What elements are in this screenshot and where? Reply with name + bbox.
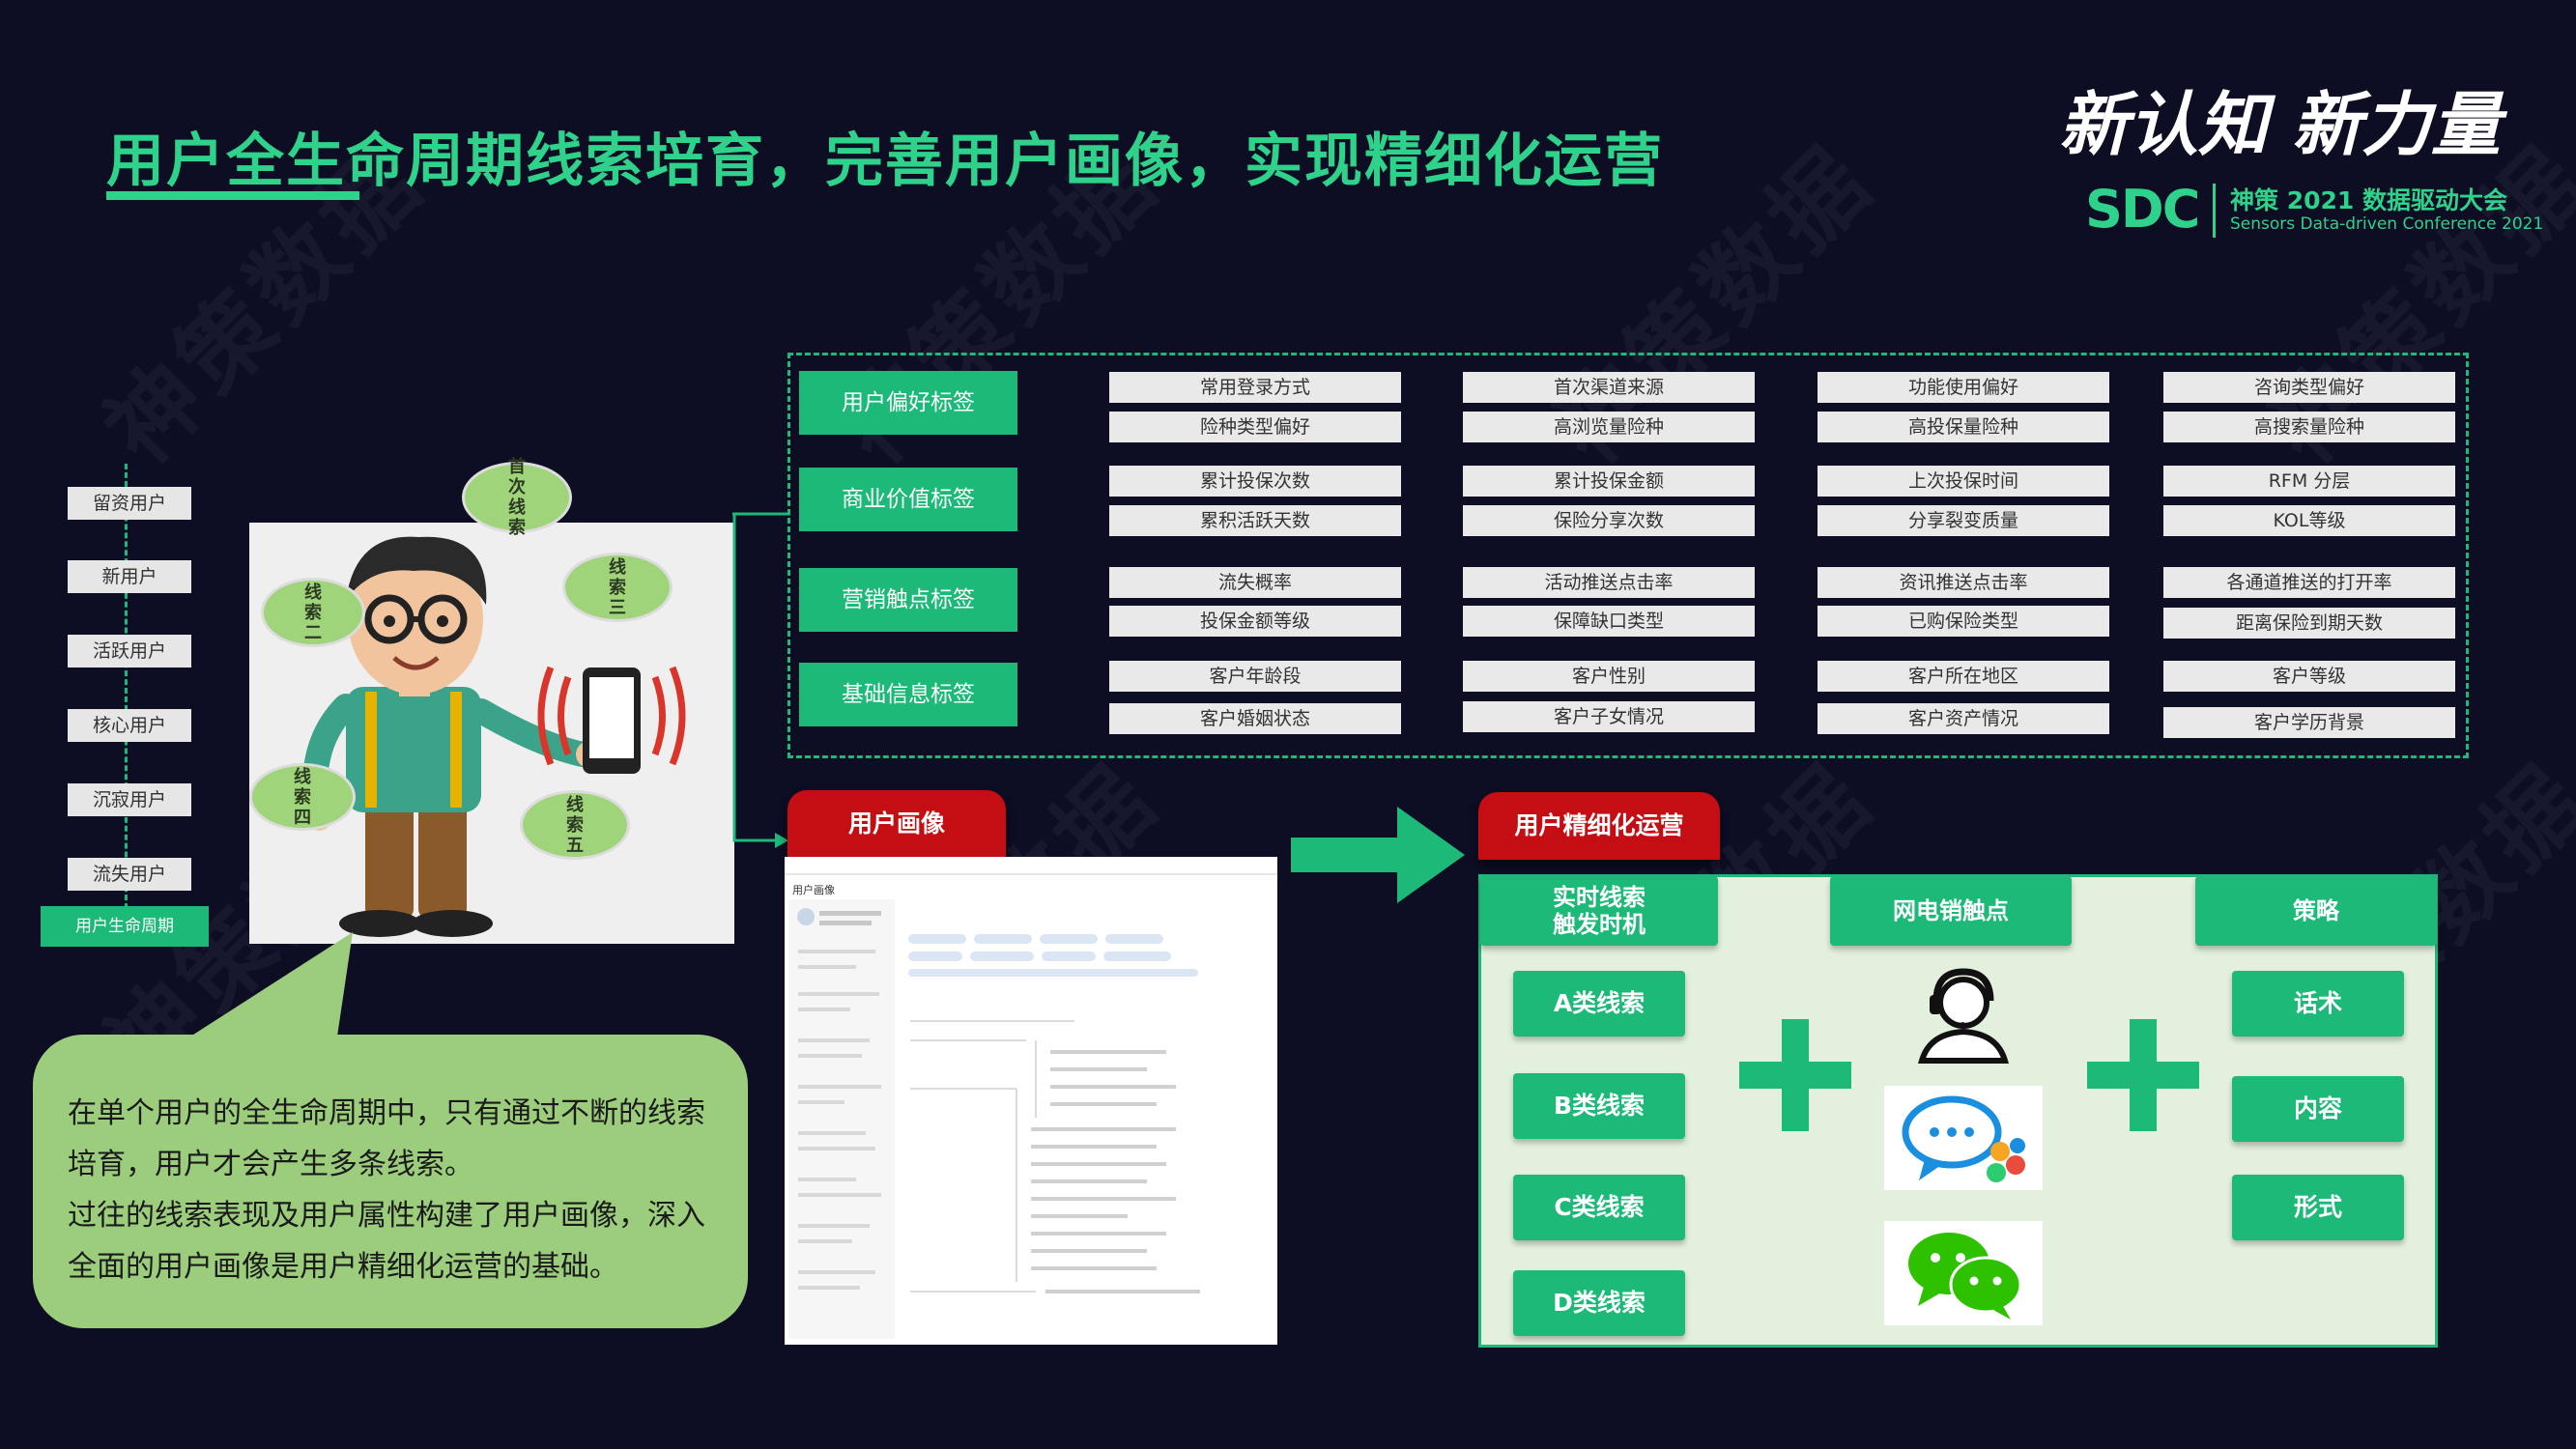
user-profile-screenshot: 用户画像 (785, 857, 1277, 1345)
tag-item: 累积活跃天数 (1109, 505, 1401, 536)
tag-item: 常用登录方式 (1109, 372, 1401, 403)
column-head-realtime-leads: 实时线索 触发时机 (1480, 876, 1718, 946)
tag-item: 功能使用偏好 (1818, 372, 2109, 403)
callout-tail (150, 932, 353, 1063)
tag-item: 客户年龄段 (1109, 661, 1401, 692)
tag-item: 资讯推送点击率 (1818, 567, 2109, 598)
conference-brand: 新认知 新力量 SDC 神策 2021 数据驱动大会 Sensors Data-… (2059, 68, 2543, 242)
connector-lines (732, 512, 790, 848)
tag-item: 客户性别 (1463, 661, 1755, 692)
callout-line: 全面的用户画像是用户精细化运营的基础。 (68, 1250, 618, 1284)
strategy-form: 形式 (2232, 1175, 2404, 1240)
flow-arrow-icon (1291, 807, 1465, 903)
stage-item: 流失用户 (68, 858, 191, 891)
page-title: 用户全生命周期线索培育，完善用户画像，实现精细化运营 (106, 128, 1664, 195)
tag-item: 咨询类型偏好 (2163, 372, 2455, 403)
tag-item: 客户婚姻状态 (1109, 703, 1401, 734)
tag-item: 高投保量险种 (1818, 412, 2109, 442)
conference-name: 神策 2021 数据驱动大会 (2230, 186, 2507, 214)
category-user-preference: 用户偏好标签 (799, 371, 1017, 435)
lead-a: A类线索 (1513, 971, 1685, 1037)
tag-item: 活动推送点击率 (1463, 567, 1755, 598)
chat-bubble-icon (1884, 1086, 2043, 1190)
profile-detail-mockup (785, 873, 1277, 1339)
tag-item: 分享裂变质量 (1818, 505, 2109, 536)
column-head-strategy: 策略 (2195, 876, 2437, 946)
tag-item: 保障缺口类型 (1463, 606, 1755, 637)
tag-item: 客户资产情况 (1818, 703, 2109, 734)
tag-item: RFM 分层 (2163, 466, 2455, 497)
tag-item: 首次渠道来源 (1463, 372, 1755, 403)
category-marketing-touchpoint: 营销触点标签 (799, 568, 1017, 632)
tag-item: KOL等级 (2163, 505, 2455, 536)
tag-item: 投保金额等级 (1109, 606, 1401, 637)
plus-icon (2087, 1019, 2199, 1131)
explanation-callout (33, 1035, 748, 1328)
lead-bubble-two: 线索二 (261, 578, 365, 647)
stage-item: 沉寂用户 (68, 783, 191, 816)
lead-d: D类线索 (1513, 1270, 1685, 1336)
brand-divider (2213, 184, 2216, 238)
tag-item: 高搜索量险种 (2163, 412, 2455, 442)
plus-icon (1739, 1019, 1851, 1131)
tag-item: 客户子女情况 (1463, 701, 1755, 732)
user-profile-label: 用户画像 (787, 790, 1006, 858)
tag-item: 上次投保时间 (1818, 466, 2109, 497)
tag-item: 客户学历背景 (2163, 707, 2455, 738)
lead-bubble-first: 首次线索 (462, 457, 572, 538)
stage-active-lifecycle: 用户生命周期 (41, 906, 209, 947)
stage-item: 核心用户 (68, 709, 191, 742)
tag-item: 险种类型偏好 (1109, 412, 1401, 442)
tag-item: 累计投保金额 (1463, 466, 1755, 497)
conference-name-en: Sensors Data-driven Conference 2021 (2230, 214, 2544, 234)
fine-operation-label: 用户精细化运营 (1478, 792, 1720, 860)
tag-item: 累计投保次数 (1109, 466, 1401, 497)
wechat-icon (1884, 1221, 2043, 1325)
tag-item: 各通道推送的打开率 (2163, 567, 2455, 598)
agent-headset-icon (1884, 962, 2043, 1066)
lead-bubble-four: 线索四 (249, 763, 356, 831)
sdc-logo: SDC (2085, 179, 2200, 240)
stage-item: 活跃用户 (68, 635, 191, 668)
lead-c: C类线索 (1513, 1175, 1685, 1240)
callout-line: 在单个用户的全生命周期中，只有通过不断的线索 (68, 1096, 705, 1130)
tag-item: 保险分享次数 (1463, 505, 1755, 536)
callout-line: 培育，用户才会产生多条线索。 (68, 1148, 473, 1181)
tag-item: 距离保险到期天数 (2163, 608, 2455, 639)
stage-item: 新用户 (68, 560, 191, 593)
lifecycle-dashed-line (125, 464, 128, 918)
strategy-content: 内容 (2232, 1076, 2404, 1142)
lead-bubble-three: 线索三 (562, 553, 673, 622)
callout-text: 在单个用户的全生命周期中，只有通过不断的线索 培育，用户才会产生多条线索。 过往… (68, 1088, 725, 1293)
tag-item: 已购保险类型 (1818, 606, 2109, 637)
tag-item: 流失概率 (1109, 567, 1401, 598)
title-underline (106, 191, 359, 200)
lead-bubble-five: 线索五 (520, 790, 630, 860)
lead-b: B类线索 (1513, 1073, 1685, 1139)
column-head-touchpoints: 网电销触点 (1830, 876, 2072, 946)
tag-panel (787, 353, 2469, 758)
category-business-value: 商业价值标签 (799, 468, 1017, 531)
brand-slogan: 新认知 新力量 (2058, 83, 2501, 165)
profile-screen-title: 用户画像 (792, 884, 835, 896)
tag-item: 高浏览量险种 (1463, 412, 1755, 442)
category-basic-info: 基础信息标签 (799, 663, 1017, 726)
strategy-script: 话术 (2232, 971, 2404, 1037)
stage-item: 留资用户 (68, 487, 191, 520)
callout-line: 过往的线索表现及用户属性构建了用户画像，深入 (68, 1199, 705, 1233)
tag-item: 客户所在地区 (1818, 661, 2109, 692)
tag-item: 客户等级 (2163, 661, 2455, 692)
